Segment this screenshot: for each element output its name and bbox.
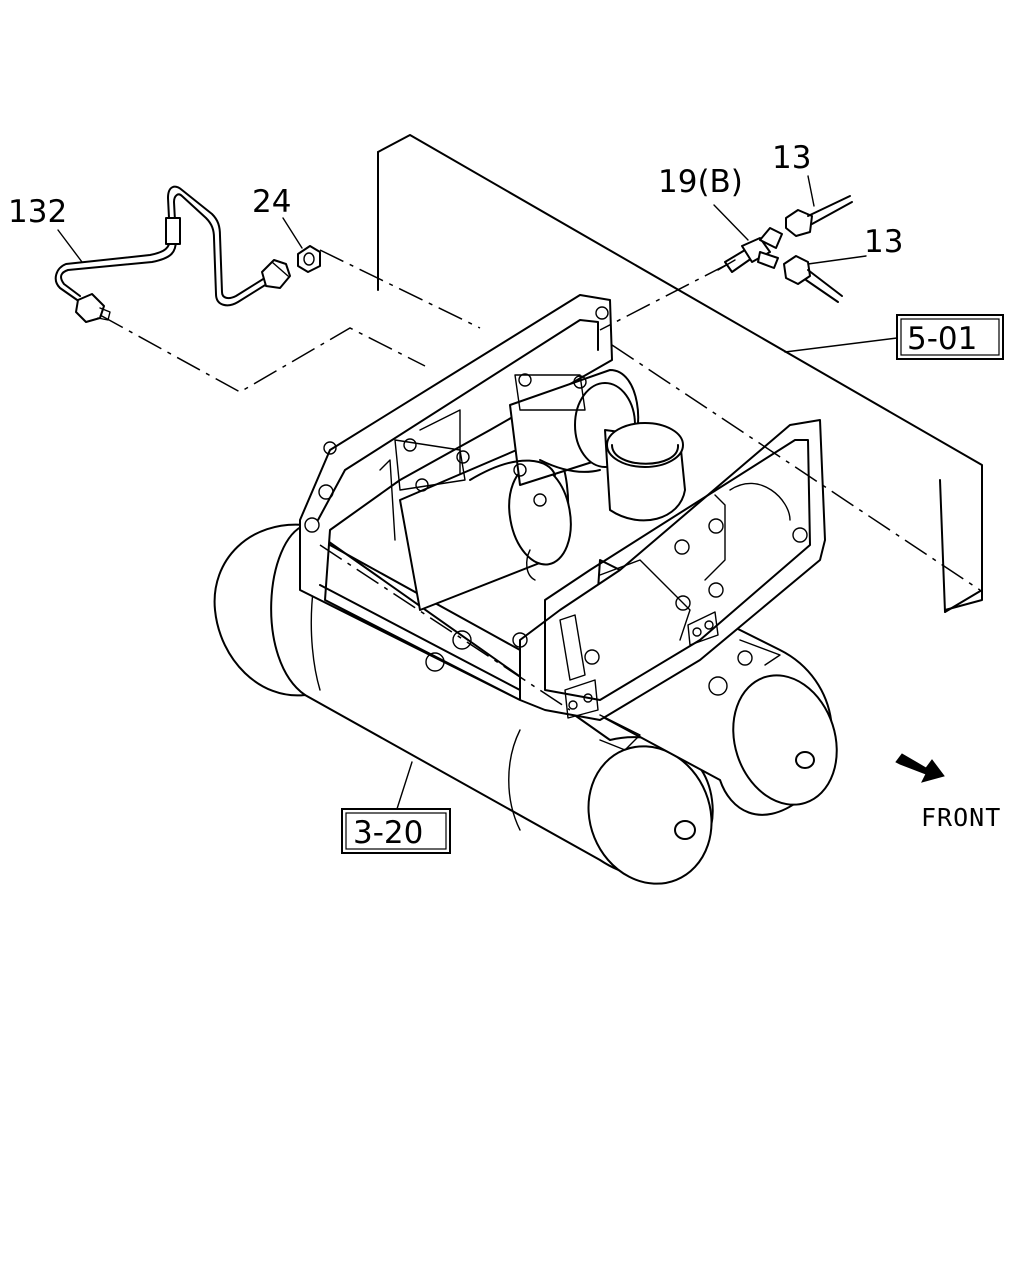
leader-lines — [57, 175, 898, 813]
frame-rail — [377, 134, 983, 613]
flare-nut-right — [261, 259, 291, 289]
pipe-13-upper — [785, 195, 853, 237]
front-arrow-icon — [895, 753, 945, 783]
nut-24 — [297, 245, 321, 273]
air-tank-left — [213, 523, 714, 885]
pipe-13-lower — [783, 255, 843, 303]
reference-label-3-20: 3-20 — [353, 815, 423, 851]
flare-nut-left — [75, 293, 111, 323]
pipe-132 — [54, 185, 291, 323]
reference-label-5-01: 5-01 — [907, 321, 977, 357]
air-dryer — [394, 369, 686, 611]
callout-19b: 19(B) — [658, 164, 743, 200]
callout-13-upper: 13 — [772, 140, 811, 176]
front-label: FRONT — [921, 803, 1001, 832]
callout-24: 24 — [252, 184, 291, 220]
assembly-centerlines — [99, 249, 981, 711]
reference-box-5-01[interactable]: 5-01 — [896, 314, 1004, 360]
callout-13-lower: 13 — [864, 224, 903, 260]
tee-19b — [717, 227, 783, 273]
callout-132: 132 — [8, 194, 67, 230]
reference-box-3-20[interactable]: 3-20 — [341, 808, 451, 854]
